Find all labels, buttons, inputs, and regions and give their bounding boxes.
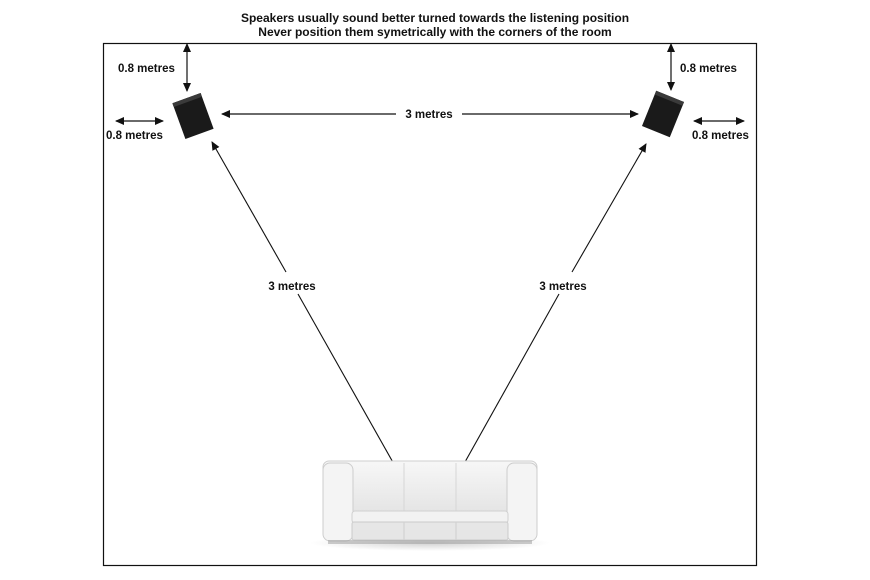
left-top-gap-label: 0.8 metres <box>118 63 175 75</box>
left-to-listener-label: 3 metres <box>268 281 315 293</box>
right-to-listener-arrow-upper <box>571 143 647 273</box>
right-to-listener-label: 3 metres <box>539 281 586 293</box>
room-outline <box>102 42 758 567</box>
right-top-gap-label: 0.8 metres <box>680 63 737 75</box>
right-side-gap-label: 0.8 metres <box>692 130 749 142</box>
right-speaker <box>641 90 685 138</box>
speaker-spacing-label: 3 metres <box>405 109 452 121</box>
diagram-title-line1: Speakers usually sound better turned tow… <box>240 11 630 25</box>
left-to-listener-arrow-upper <box>211 141 287 273</box>
left-side-gap-label: 0.8 metres <box>106 130 163 142</box>
diagram-title-line2: Never position them symetrically with th… <box>258 25 612 39</box>
left-speaker <box>172 93 214 139</box>
sofa <box>310 460 550 551</box>
